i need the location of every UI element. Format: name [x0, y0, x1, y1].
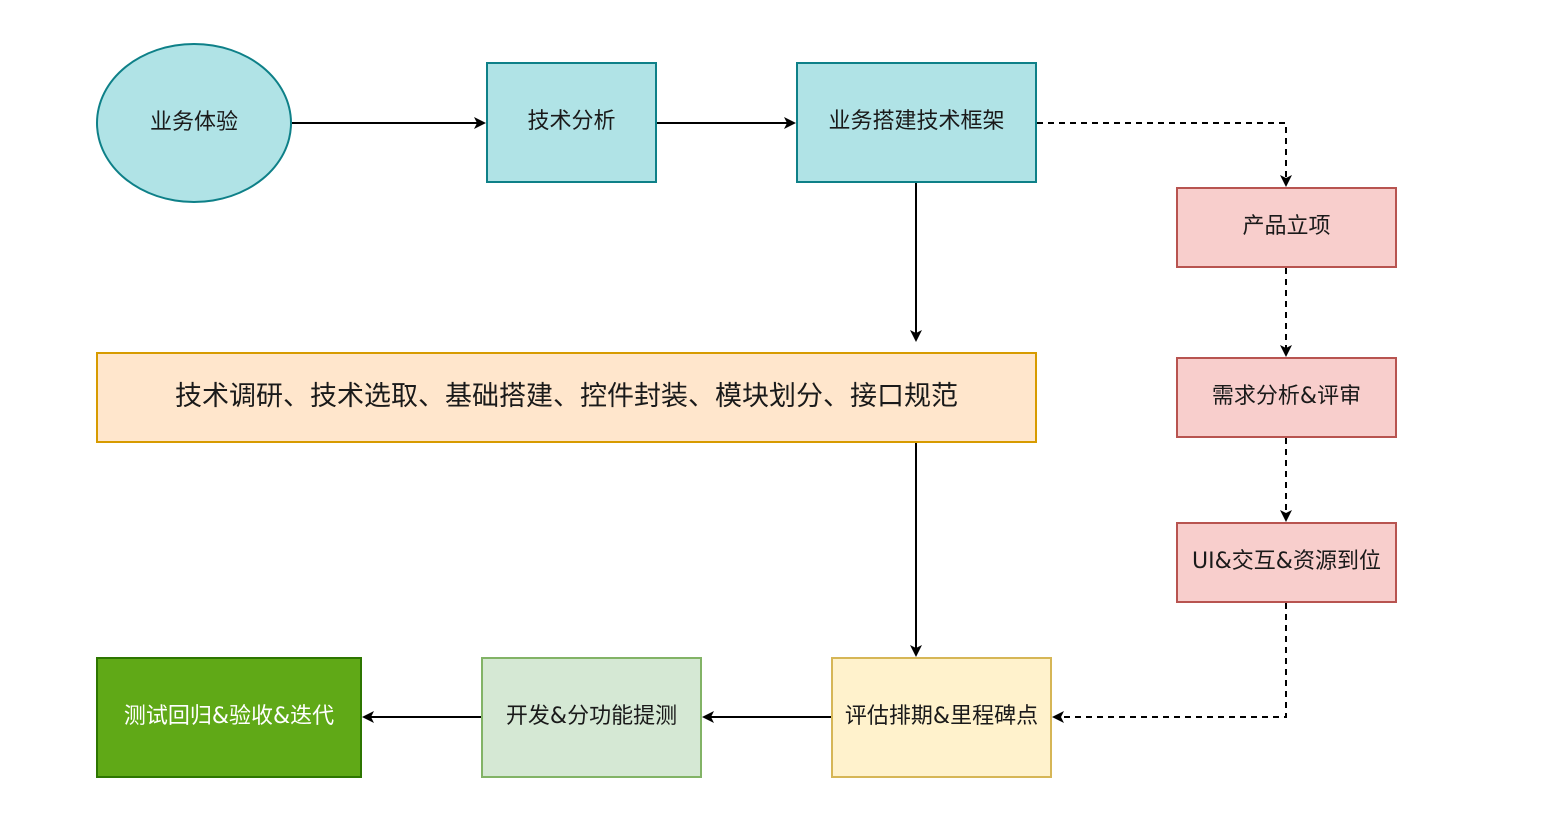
edge-resources-to-schedule	[1052, 603, 1287, 723]
node-label: 需求分析&评审	[1211, 384, 1362, 410]
node-product-initiation[interactable]: 产品立项	[1176, 187, 1397, 268]
node-tech-analysis[interactable]: 技术分析	[486, 62, 657, 183]
node-schedule-milestones[interactable]: 评估排期&里程碑点	[831, 657, 1052, 778]
node-label: 评估排期&里程碑点	[844, 704, 1039, 730]
node-label: 技术调研、技术选取、基础搭建、控件封装、模块划分、接口规范	[175, 381, 958, 413]
node-label: 业务搭建技术框架	[828, 109, 1005, 135]
edge-framework-to-initiation	[1037, 122, 1292, 187]
node-label: 开发&分功能提测	[505, 704, 678, 730]
node-ui-resources[interactable]: UI&交互&资源到位	[1176, 522, 1397, 603]
node-tech-research[interactable]: 技术调研、技术选取、基础搭建、控件封装、模块划分、接口规范	[96, 352, 1037, 443]
node-label: UI&交互&资源到位	[1192, 549, 1381, 575]
node-business-experience[interactable]: 业务体验	[96, 43, 292, 203]
node-label: 技术分析	[527, 109, 616, 135]
node-regression-acceptance[interactable]: 测试回归&验收&迭代	[96, 657, 362, 778]
node-label: 业务体验	[149, 109, 238, 135]
node-dev-testing[interactable]: 开发&分功能提测	[481, 657, 702, 778]
node-requirement-review[interactable]: 需求分析&评审	[1176, 357, 1397, 438]
node-label: 测试回归&验收&迭代	[123, 704, 335, 730]
node-build-tech-framework[interactable]: 业务搭建技术框架	[796, 62, 1037, 183]
node-label: 产品立项	[1242, 214, 1331, 240]
